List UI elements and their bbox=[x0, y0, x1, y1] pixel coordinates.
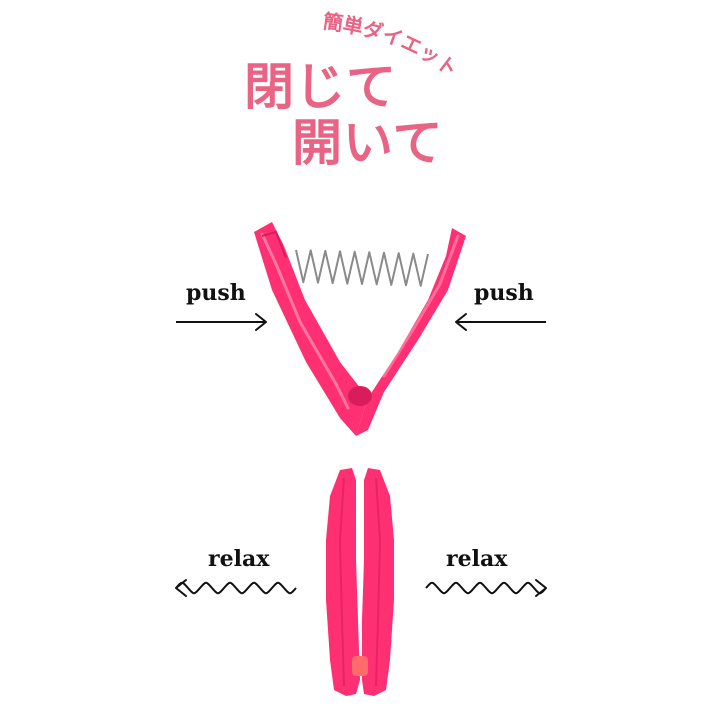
push-arrow-left bbox=[176, 313, 267, 331]
v-device-hinge bbox=[348, 386, 372, 406]
push-arrow-right bbox=[455, 313, 546, 331]
push-label-left: push bbox=[186, 280, 246, 306]
relax-label-left: relax bbox=[208, 546, 270, 572]
relax-arrow-right bbox=[425, 579, 547, 597]
title-line-open: 開いて bbox=[292, 114, 444, 172]
relax-wave-right bbox=[425, 581, 547, 595]
push-label-right: push bbox=[474, 280, 534, 306]
v-device-open bbox=[254, 222, 466, 436]
v-device-left-highlight bbox=[260, 232, 350, 410]
relax-label-right: relax bbox=[446, 546, 508, 572]
spring-wire bbox=[295, 249, 429, 287]
closed-device-left-half bbox=[326, 468, 360, 696]
v-device-right-highlight bbox=[382, 234, 460, 378]
closed-device bbox=[326, 468, 394, 696]
relax-wave-left bbox=[175, 581, 297, 595]
closed-device-left-edge bbox=[338, 477, 345, 687]
v-device-left-arm bbox=[254, 222, 368, 436]
spring-coil bbox=[295, 249, 429, 287]
v-device-right-arm bbox=[356, 228, 466, 436]
title-line-close: 閉じて bbox=[244, 58, 397, 116]
closed-device-hinge bbox=[352, 656, 368, 676]
relax-arrow-left bbox=[175, 579, 297, 597]
closed-device-right-edge bbox=[375, 477, 382, 687]
v-device-shadow bbox=[261, 230, 287, 259]
